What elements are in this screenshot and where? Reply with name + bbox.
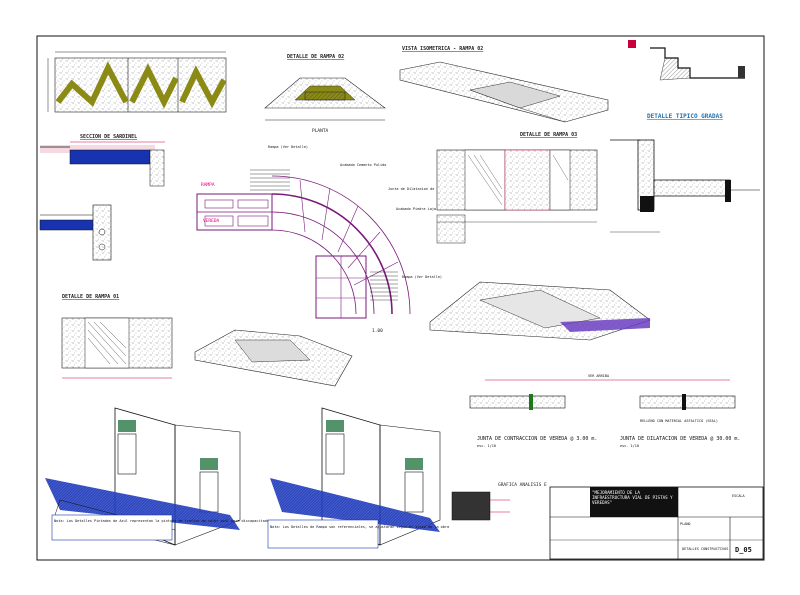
dilatacion-scale: esc. 1/10 [620,444,639,448]
sheet-border [36,35,765,561]
sardinel-section: SECCION DE SARDINEL [40,134,165,187]
note-left: Nota: Los Detalles Pintados de Azul repr… [54,519,271,523]
sheet-title: DETALLES CONSTRUCTIVOS [682,547,728,551]
joints-header: VER ARRIBA [588,374,610,378]
label-acabado-2: Acabado Piedra Laja [396,207,436,211]
curved-ramp-plan: RAMPA VEREDA Rampa (Ver Detalle) Acabado… [196,145,442,334]
label-vereda-left: VEREDA [203,218,220,224]
label-rampa-bottom: Rampa (Ver Detalle) [402,275,442,279]
title-sardinel: SECCION DE SARDINEL [80,134,137,140]
detalle-tipico-gradas: DETALLE TIPICO GRADAS [610,113,760,233]
contraccion-scale: esc. 1/10 [477,444,496,448]
title-rampa-03: DETALLE DE RAMPA 03 [520,132,577,138]
rampa-plan-detail [47,51,227,113]
grafica-label: GRAFICA ANALISIS E [498,482,547,488]
label-junta: Junta de Dilatacion de 1" [388,187,441,191]
title-gradas: DETALLE TIPICO GRADAS [647,113,723,120]
project-title: "MEJORAMIENTO DE LA INFRAESTRUCTURA VIAL… [592,490,673,505]
field-plano: PLANO [680,522,691,526]
isometric-ramp-right [429,281,651,341]
note-right: Nota: Los Detalles de Rampa son referenc… [270,525,449,529]
relleno-note: RELLENO CON MATERIAL ASFALTICO (SEAL) [640,419,718,423]
title-block: "MEJORAMIENTO DE LA INFRAESTRUCTURA VIAL… [549,486,764,560]
label-rampa-top: Rampa (Ver Detalle) [268,145,308,149]
detalle-rampa-01: DETALLE DE RAMPA 01 [61,294,173,379]
iso-door-stairs-right: Nota: Los Detalles de Rampa son referenc… [267,407,449,549]
vista-isometrica-rampa: VISTA ISOMETRICA - RAMPA 02 [399,46,609,123]
label-rampa-left: RAMPA [201,182,215,188]
contraccion-title: JUNTA DE CONTRACCION DE VEREDA @ 3.00 m. [477,436,597,442]
title-isometrica: VISTA ISOMETRICA - RAMPA 02 [402,46,483,52]
title-rampa-01: DETALLE DE RAMPA 01 [62,294,119,300]
detalle-rampa-02: DETALLE DE RAMPA 02 PLANTA [264,54,386,134]
label-dim-100: 1.00 [372,328,383,334]
dilatacion-title: JUNTA DE DILATACION DE VEREDA @ 30.00 m. [620,436,740,442]
detalle-rampa-03: DETALLE DE RAMPA 03 [436,132,598,244]
field-escala: ESCALA [732,494,746,498]
grafica-analisis: GRAFICA ANALISIS E [451,482,547,521]
isometric-ramp-center [194,329,353,387]
title-rampa-02: DETALLE DE RAMPA 02 [287,54,344,60]
iso-door-stairs-left: Nota: Los Detalles Pintados de Azul repr… [45,407,271,546]
sheet-code: D_05 [735,546,752,554]
planta-label: PLANTA [312,128,329,134]
joints-details: VER ARRIBA RELLENO CON MATERIAL ASFALTIC… [469,374,740,448]
vereda-section [39,204,112,261]
stair-section-small [628,40,745,81]
label-acabado-1: Acabado Cemento Pulido [340,163,386,167]
